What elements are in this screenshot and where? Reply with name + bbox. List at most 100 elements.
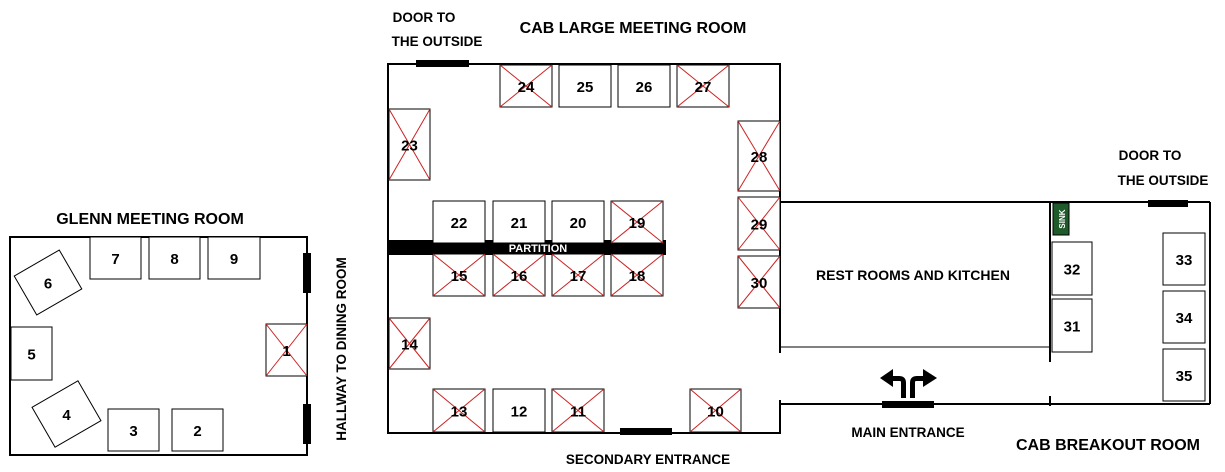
cab-large-room-title: CAB LARGE MEETING ROOM	[520, 20, 747, 37]
table-11: 11	[551, 388, 605, 433]
table-number: 20	[570, 215, 587, 232]
table-16: 16	[492, 253, 546, 297]
table-number: 8	[170, 251, 178, 268]
table-number: 15	[451, 268, 468, 285]
table-22: 22	[432, 200, 486, 244]
unavailable-cross-icon	[676, 64, 730, 108]
table-number: 25	[577, 79, 594, 96]
hallway-label: HALLWAY TO DINING ROOM	[334, 257, 349, 441]
table-number: 19	[629, 215, 646, 232]
table-number: 22	[451, 215, 468, 232]
unavailable-cross-icon	[388, 108, 431, 181]
table-number: 11	[570, 404, 586, 421]
table-number: 28	[751, 149, 768, 166]
table-number: 35	[1176, 368, 1193, 385]
table-20: 20	[551, 200, 605, 244]
table-number: 3	[129, 423, 137, 440]
unavailable-cross-icon	[737, 120, 781, 192]
unavailable-cross-icon	[499, 64, 553, 108]
table-outline	[207, 236, 261, 280]
table-number: 14	[401, 337, 418, 354]
unavailable-cross-icon	[265, 323, 308, 377]
table-outline	[1051, 241, 1093, 296]
table-outline	[13, 249, 83, 316]
table-30: 30	[737, 255, 781, 309]
table-number: 27	[695, 79, 712, 96]
table-outline	[617, 64, 671, 108]
right-outside-door	[1148, 200, 1188, 207]
unavailable-cross-icon	[610, 200, 664, 244]
table-outline	[148, 236, 201, 280]
main-entrance-door	[882, 401, 934, 408]
unavailable-cross-icon	[551, 388, 605, 433]
table-13: 13	[432, 388, 486, 433]
table-outline	[432, 200, 486, 244]
table-number: 16	[511, 268, 528, 285]
entrance-arrow-icon	[880, 369, 937, 398]
top-outside-door	[416, 60, 469, 67]
partition-label: PARTITION	[509, 243, 568, 255]
unavailable-cross-icon	[492, 253, 546, 297]
table-32: 32	[1051, 241, 1093, 296]
table-2: 2	[171, 408, 224, 452]
restrooms-and-breakout: REST ROOMS AND KITCHEN SINK DOOR TO THE …	[780, 148, 1211, 454]
table-outline	[89, 236, 142, 280]
secondary-entrance-label: SECONDARY ENTRANCE	[566, 452, 730, 467]
table-1: 1	[265, 323, 308, 377]
hallway-door-lower	[303, 404, 311, 444]
table-number: 7	[111, 251, 119, 268]
cab-breakout-title: CAB BREAKOUT ROOM	[1016, 437, 1200, 454]
table-28: 28	[737, 120, 781, 192]
table-outline	[492, 200, 546, 244]
unavailable-cross-icon	[432, 388, 486, 433]
partition-bar	[389, 240, 666, 255]
glenn-room-title: GLENN MEETING ROOM	[56, 211, 244, 228]
table-31: 31	[1051, 298, 1093, 353]
table-25: 25	[558, 64, 612, 108]
table-number: 32	[1064, 262, 1081, 279]
table-5: 5	[10, 326, 53, 381]
unavailable-cross-icon	[689, 388, 742, 433]
top-door-label-1: DOOR TO	[393, 10, 456, 25]
table-34: 34	[1162, 290, 1206, 344]
secondary-entrance-door	[620, 428, 672, 435]
hallway-door-upper	[303, 253, 311, 293]
table-outline	[107, 408, 160, 452]
unavailable-cross-icon	[737, 196, 781, 251]
table-outline	[10, 326, 53, 381]
table-18: 18	[610, 253, 664, 297]
table-number: 33	[1176, 252, 1193, 269]
table-3: 3	[107, 408, 160, 452]
table-number: 18	[629, 268, 646, 285]
table-7: 7	[89, 236, 142, 280]
top-door-label-2: THE OUTSIDE	[392, 34, 483, 49]
table-number: 30	[751, 275, 768, 292]
unavailable-cross-icon	[388, 317, 431, 370]
cab-large-wall-bottom	[387, 186, 781, 434]
table-24: 24	[499, 64, 553, 108]
table-number: 9	[230, 251, 238, 268]
main-entrance-label: MAIN ENTRANCE	[851, 425, 964, 440]
table-26: 26	[617, 64, 671, 108]
table-4: 4	[31, 380, 102, 448]
table-outline	[31, 380, 102, 448]
right-door-label-1: DOOR TO	[1119, 148, 1182, 163]
table-19: 19	[610, 200, 664, 244]
glenn-meeting-room: GLENN MEETING ROOM HALLWAY TO DINING ROO…	[9, 211, 349, 456]
table-outline	[551, 200, 605, 244]
table-number: 1	[282, 343, 290, 360]
table-number: 24	[518, 79, 535, 96]
table-35: 35	[1162, 348, 1206, 402]
table-number: 10	[707, 404, 724, 421]
table-number: 21	[511, 215, 528, 232]
table-number: 34	[1176, 310, 1193, 327]
unavailable-cross-icon	[432, 253, 486, 297]
table-number: 12	[511, 404, 528, 421]
table-outline	[492, 388, 546, 433]
unavailable-cross-icon	[551, 253, 605, 297]
sink-icon	[1052, 202, 1070, 236]
table-number: 2	[193, 423, 201, 440]
table-29: 29	[737, 196, 781, 251]
